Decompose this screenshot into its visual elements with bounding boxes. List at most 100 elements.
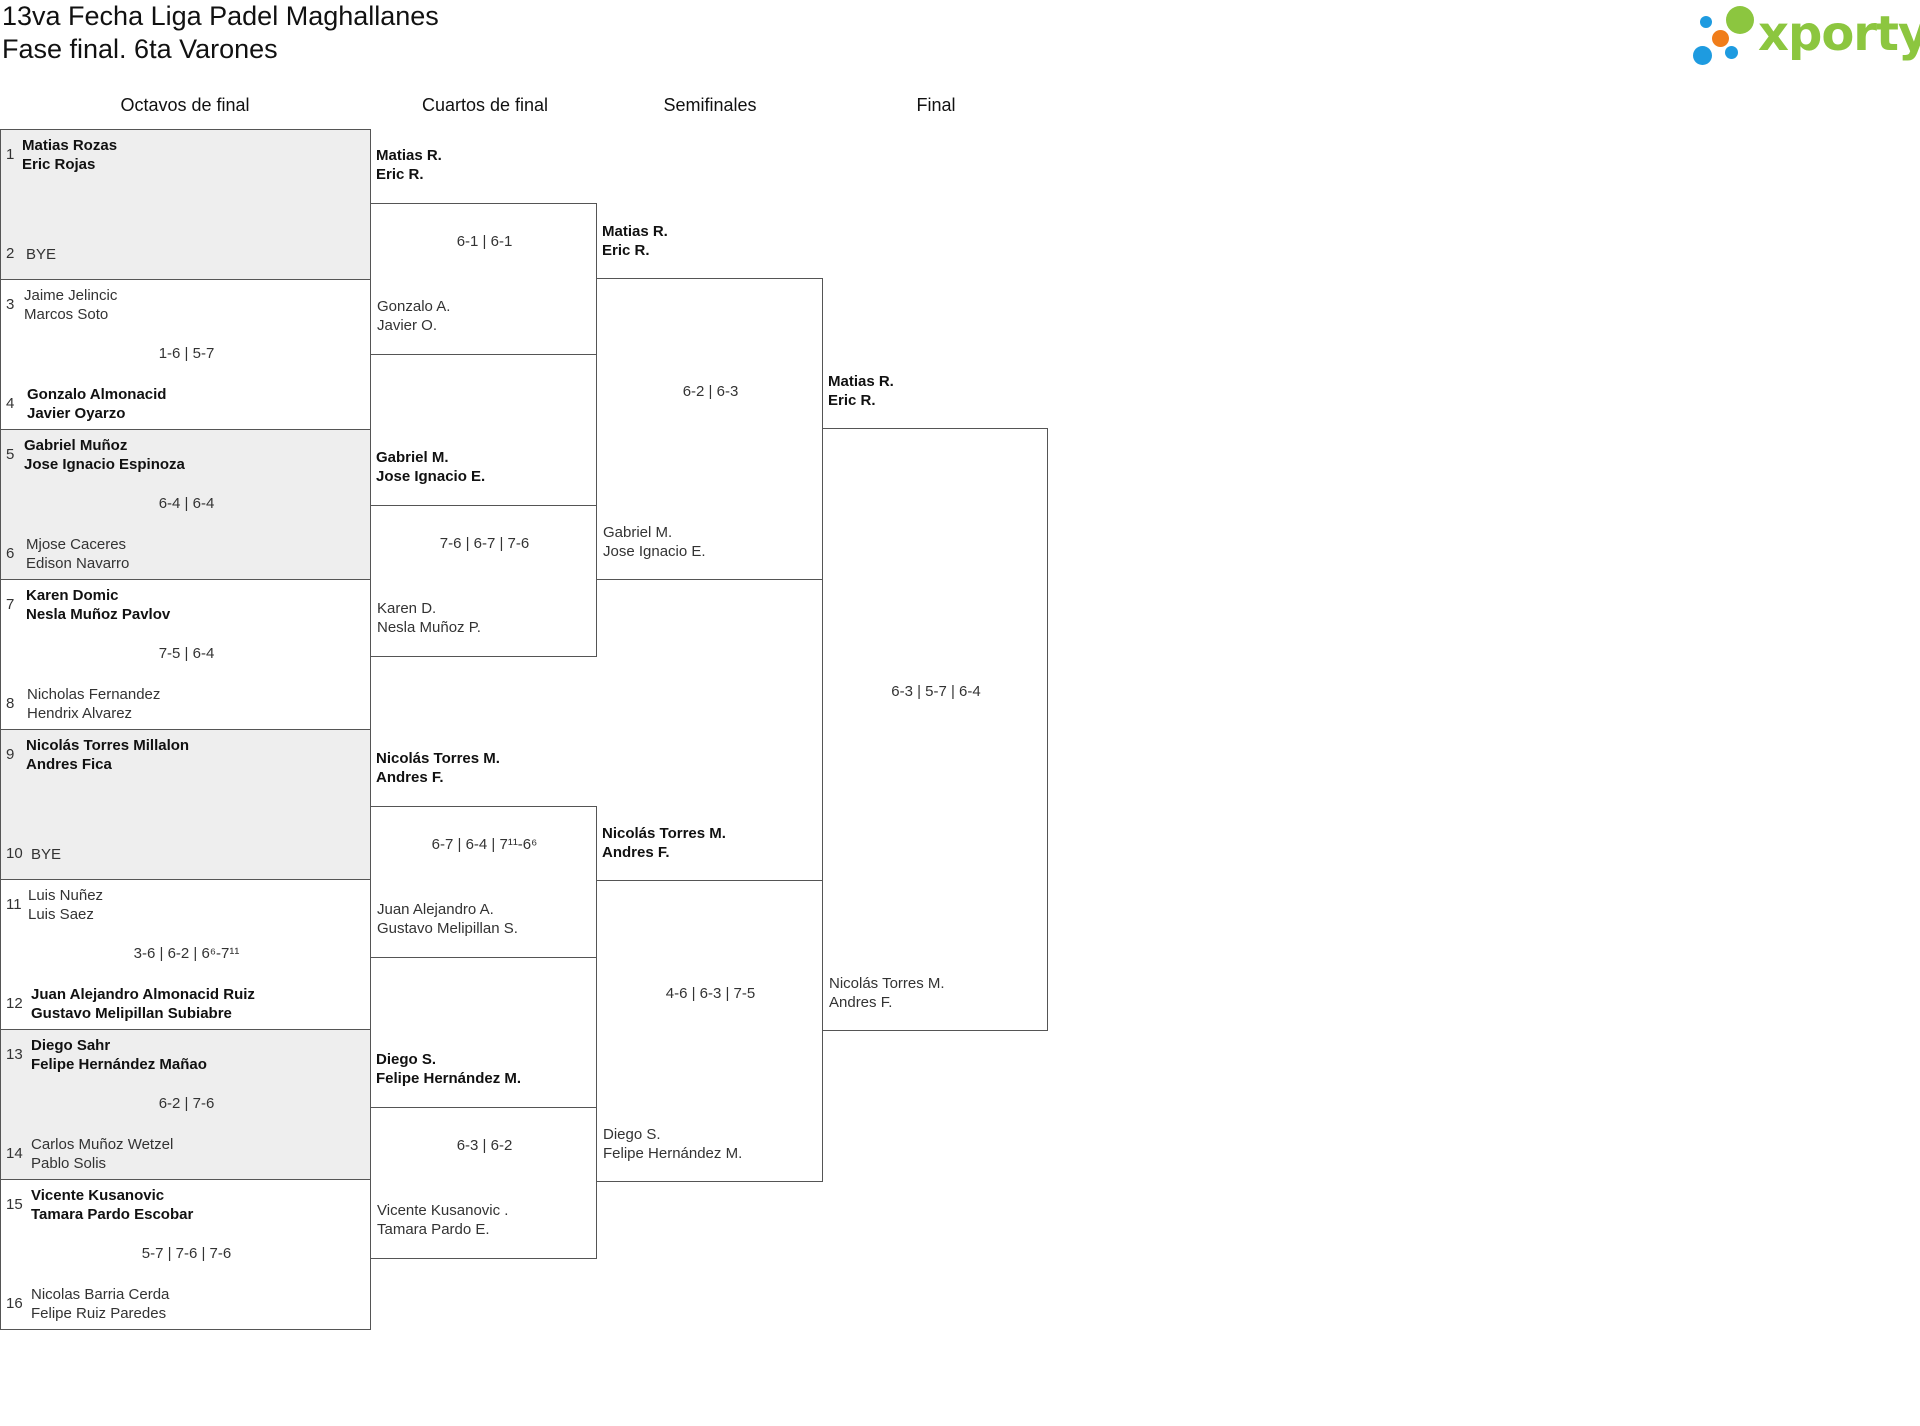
round-header-cuartos: Cuartos de final bbox=[421, 95, 549, 115]
page-title: 13va Fecha Liga Padel Maghallanes bbox=[2, 1, 439, 31]
cuartos-3-team-a: Nicolás Torres M. Andres F. bbox=[376, 749, 500, 787]
player-name: Matias Rozas bbox=[22, 137, 118, 154]
player-name: Andres Fica bbox=[26, 756, 112, 773]
match-score: 7-5 | 6-4 bbox=[158, 645, 215, 662]
player-name: Matias R. bbox=[828, 373, 894, 390]
seed-number: 8 bbox=[6, 695, 15, 712]
player-name: Juan Alejandro A. bbox=[377, 901, 494, 918]
player-name: Gonzalo A. bbox=[377, 298, 451, 315]
xporty-logo: xporty bbox=[1690, 2, 1920, 72]
cuartos-4-team-a: Diego S. Felipe Hernández M. bbox=[376, 1050, 521, 1088]
player-name: Nicolas Barria Cerda bbox=[31, 1286, 170, 1303]
team-a: Luis Nuñez Luis Saez bbox=[28, 886, 103, 924]
team-b: Gabriel M. Jose Ignacio E. bbox=[603, 523, 706, 561]
player-name: Jose Ignacio Espinoza bbox=[24, 456, 185, 473]
seed-number: 16 bbox=[6, 1295, 23, 1312]
player-name: Luis Saez bbox=[28, 906, 94, 923]
logo-dot-blue bbox=[1693, 46, 1712, 65]
player-name: Andres F. bbox=[376, 769, 444, 786]
seed-number: 3 bbox=[6, 296, 15, 313]
player-name: Gabriel M. bbox=[376, 449, 449, 466]
player-name: Marcos Soto bbox=[24, 306, 109, 323]
player-name: Jose Ignacio E. bbox=[603, 543, 706, 560]
match-score: 6-4 | 6-4 bbox=[158, 495, 215, 512]
player-name: Pablo Solis bbox=[31, 1155, 107, 1172]
player-name: Gonzalo Almonacid bbox=[27, 386, 167, 403]
player-name: Javier Oyarzo bbox=[27, 405, 126, 422]
player-name: BYE bbox=[31, 846, 62, 863]
player-name: Karen Domic bbox=[26, 587, 119, 604]
player-name: Carlos Muñoz Wetzel bbox=[31, 1136, 174, 1153]
player-name: Diego Sahr bbox=[31, 1037, 111, 1054]
team-b: Nicolás Torres M. Andres F. bbox=[829, 974, 945, 1012]
team-a: Gabriel Muñoz Jose Ignacio Espinoza bbox=[24, 436, 185, 474]
player-name: Eric R. bbox=[602, 242, 650, 259]
match-score: 6-7 | 6-4 | 7¹¹-6⁶ bbox=[431, 836, 538, 853]
team-a: Diego Sahr Felipe Hernández Mañao bbox=[31, 1036, 207, 1074]
final-match: 6-3 | 5-7 | 6-4 Nicolás Torres M. Andres… bbox=[822, 428, 1048, 1031]
player-name: Nesla Muñoz P. bbox=[377, 619, 481, 636]
seed-number: 13 bbox=[6, 1046, 23, 1063]
round-header-octavos: Octavos de final bbox=[120, 95, 250, 115]
team-b: Juan Alejandro Almonacid Ruiz Gustavo Me… bbox=[31, 985, 255, 1023]
seed-number: 1 bbox=[6, 146, 15, 163]
logo-dot-blue-right bbox=[1725, 46, 1738, 59]
team-b: Mjose Caceres Edison Navarro bbox=[26, 535, 129, 573]
player-name: Javier O. bbox=[377, 317, 438, 334]
team-b: Nicolas Barria Cerda Felipe Ruiz Paredes bbox=[31, 1285, 169, 1323]
player-name: Andres F. bbox=[829, 994, 893, 1011]
team-a: Nicolás Torres Millalon Andres Fica bbox=[26, 736, 189, 774]
match-score: 7-6 | 6-7 | 7-6 bbox=[439, 535, 530, 552]
match-score: 5-7 | 7-6 | 7-6 bbox=[141, 1245, 232, 1262]
octavos-match-5: 9 Nicolás Torres Millalon Andres Fica 10… bbox=[0, 729, 371, 880]
semis-match-2: 4-6 | 6-3 | 7-5 Diego S. Felipe Hernánde… bbox=[596, 880, 823, 1182]
semis-match-1: 6-2 | 6-3 Gabriel M. Jose Ignacio E. bbox=[596, 278, 823, 580]
final-team-a: Matias R. Eric R. bbox=[828, 372, 894, 410]
player-name: Vicente Kusanovic bbox=[31, 1187, 165, 1204]
octavos-match-2: 3 Jaime Jelincic Marcos Soto 1-6 | 5-7 4… bbox=[0, 279, 371, 430]
player-name: Nesla Muñoz Pavlov bbox=[26, 606, 171, 623]
semis-2-team-a: Nicolás Torres M. Andres F. bbox=[602, 824, 726, 862]
match-score: 6-1 | 6-1 bbox=[456, 233, 513, 250]
player-name: Nicolás Torres Millalon bbox=[26, 737, 190, 754]
octavos-match-6: 11 Luis Nuñez Luis Saez 3-6 | 6-2 | 6⁶-7… bbox=[0, 879, 371, 1030]
player-name: Gustavo Melipillan Subiabre bbox=[31, 1005, 232, 1022]
match-score: 6-3 | 6-2 bbox=[456, 1137, 513, 1154]
cuartos-match-1: 6-1 | 6-1 Gonzalo A. Javier O. bbox=[370, 203, 597, 355]
player-name: Matias R. bbox=[376, 147, 442, 164]
match-score: 4-6 | 6-3 | 7-5 bbox=[665, 985, 756, 1002]
seed-number: 6 bbox=[6, 545, 15, 562]
player-name: Felipe Hernández M. bbox=[376, 1070, 522, 1087]
seed-number: 5 bbox=[6, 446, 15, 463]
team-b: Vicente Kusanovic . Tamara Pardo E. bbox=[377, 1201, 508, 1239]
seed-number: 9 bbox=[6, 746, 15, 763]
team-b: BYE bbox=[26, 245, 56, 264]
team-b: Carlos Muñoz Wetzel Pablo Solis bbox=[31, 1135, 173, 1173]
match-score: 1-6 | 5-7 bbox=[158, 345, 215, 362]
seed-number: 14 bbox=[6, 1145, 23, 1162]
team-b: Gonzalo Almonacid Javier Oyarzo bbox=[27, 385, 166, 423]
cuartos-match-3: 6-7 | 6-4 | 7¹¹-6⁶ Juan Alejandro A. Gus… bbox=[370, 806, 597, 958]
player-name: Gabriel Muñoz bbox=[24, 437, 128, 454]
player-name: Eric R. bbox=[376, 166, 424, 183]
team-a: Vicente Kusanovic Tamara Pardo Escobar bbox=[31, 1186, 193, 1224]
player-name: Felipe Ruiz Paredes bbox=[31, 1305, 167, 1322]
cuartos-match-4: 6-3 | 6-2 Vicente Kusanovic . Tamara Par… bbox=[370, 1107, 597, 1259]
team-b: Nicholas Fernandez Hendrix Alvarez bbox=[27, 685, 160, 723]
player-name: Edison Navarro bbox=[26, 555, 130, 572]
player-name: Felipe Hernández M. bbox=[603, 1145, 743, 1162]
player-name: Eric Rojas bbox=[22, 156, 96, 173]
logo-dot-green bbox=[1726, 6, 1754, 34]
logo-dot-orange bbox=[1712, 30, 1729, 47]
match-score: 6-3 | 5-7 | 6-4 bbox=[891, 683, 981, 700]
octavos-match-8: 15 Vicente Kusanovic Tamara Pardo Escoba… bbox=[0, 1179, 371, 1330]
player-name: Juan Alejandro Almonacid Ruiz bbox=[31, 986, 255, 1003]
cuartos-2-team-a: Gabriel M. Jose Ignacio E. bbox=[376, 448, 485, 486]
player-name: Vicente Kusanovic . bbox=[377, 1202, 509, 1219]
cuartos-1-team-a: Matias R. Eric R. bbox=[376, 146, 442, 184]
player-name: Diego S. bbox=[603, 1126, 661, 1143]
seed-number: 15 bbox=[6, 1196, 23, 1213]
player-name: Karen D. bbox=[377, 600, 437, 617]
seed-number: 2 bbox=[6, 245, 15, 262]
octavos-match-4: 7 Karen Domic Nesla Muñoz Pavlov 7-5 | 6… bbox=[0, 579, 371, 730]
